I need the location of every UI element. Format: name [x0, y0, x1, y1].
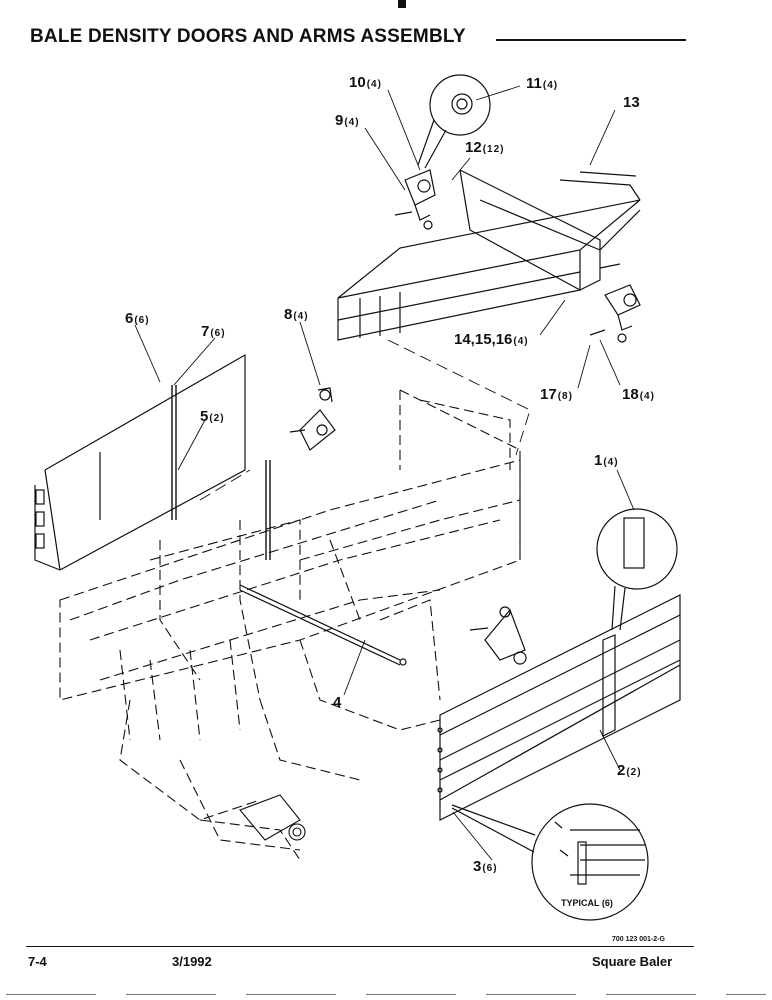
callout-number: 5: [200, 408, 209, 425]
mid-hinge-arms: [289, 387, 527, 665]
callout-3: 3(6): [473, 858, 498, 875]
callout-12: 12(12): [465, 139, 504, 156]
callout-qty: (6): [134, 315, 150, 326]
callout-number: 6: [125, 310, 134, 327]
callout-17: 17(8): [540, 386, 573, 403]
page-number: 7-4: [28, 954, 47, 969]
callout-6: 6(6): [125, 310, 150, 327]
callout-number: 14,15,16: [454, 331, 513, 348]
callout-number: 10: [349, 74, 366, 91]
left-door-panel: [34, 353, 246, 571]
detail-circle-1: [596, 508, 678, 631]
product-name: Square Baler: [592, 954, 673, 969]
callout-number: 17: [540, 386, 557, 403]
callout-number: 11: [526, 75, 542, 92]
callout-5: 5(2): [200, 408, 225, 425]
detail-circle-11: [417, 74, 491, 169]
rear-bearing: [239, 794, 306, 841]
callout-qty: (2): [209, 413, 225, 424]
callout-qty: (6): [482, 863, 498, 874]
title-rule: [496, 39, 686, 41]
detail-label: TYPICAL (6): [561, 898, 613, 908]
callout-number: 18: [622, 386, 639, 403]
callout-qty: (4): [603, 457, 619, 468]
callout-qty: (6): [210, 328, 226, 339]
callout-number: 13: [623, 94, 640, 111]
callout-10: 10(4): [349, 74, 382, 91]
leader-lines: [134, 85, 635, 861]
callout-number: 3: [473, 858, 482, 875]
baler-frame-phantom: [59, 389, 521, 861]
callout-7: 7(6): [201, 323, 226, 340]
callout-qty: (4): [513, 336, 529, 347]
callout-qty: (4): [542, 80, 559, 91]
callout-number: 8: [284, 306, 293, 323]
callout-qty: (4): [639, 391, 655, 402]
callout-11: 11(4): [526, 75, 558, 92]
callout-2: 2(2): [617, 762, 642, 779]
footer-rule: [26, 946, 694, 947]
callout-qty: (4): [344, 117, 360, 128]
callout-number: 12: [465, 139, 482, 156]
callout-number: 1: [594, 452, 603, 469]
page-title: BALE DENSITY DOORS AND ARMS ASSEMBLY: [30, 26, 466, 47]
detail-circle-typical: [451, 803, 649, 921]
adjuster-rods: [171, 385, 271, 560]
figure-code: 700 123 001-2-G: [612, 936, 665, 943]
callout-qty: (2): [626, 767, 642, 778]
top-door-panel: [337, 169, 641, 341]
assembly-lines: [199, 339, 531, 501]
callout-18: 18(4): [622, 386, 655, 403]
callout-1: 1(4): [594, 452, 619, 469]
callout-number: 9: [335, 112, 344, 129]
callout-qty: (4): [293, 311, 309, 322]
callout-qty: (12): [482, 144, 505, 155]
callout-qty: (4): [366, 79, 382, 90]
callout-qty: (8): [557, 391, 573, 402]
callout-14-15-16: 14,15,16(4): [454, 331, 529, 348]
cross-shaft: [239, 584, 407, 666]
revision-date: 3/1992: [172, 954, 212, 969]
scan-edge: [6, 994, 766, 995]
callout-number: 4: [333, 694, 342, 711]
scan-mark: [398, 0, 406, 8]
right-side-panel: [437, 594, 681, 821]
callout-13: 13: [623, 94, 641, 111]
page-header: BALE DENSITY DOORS AND ARMS ASSEMBLY: [30, 26, 720, 56]
callout-8: 8(4): [284, 306, 309, 323]
callout-number: 2: [617, 762, 626, 779]
upper-hinge-arms: [394, 169, 641, 343]
callout-4: 4: [333, 694, 342, 711]
callout-number: 7: [201, 323, 210, 340]
callout-9: 9(4): [335, 112, 360, 129]
